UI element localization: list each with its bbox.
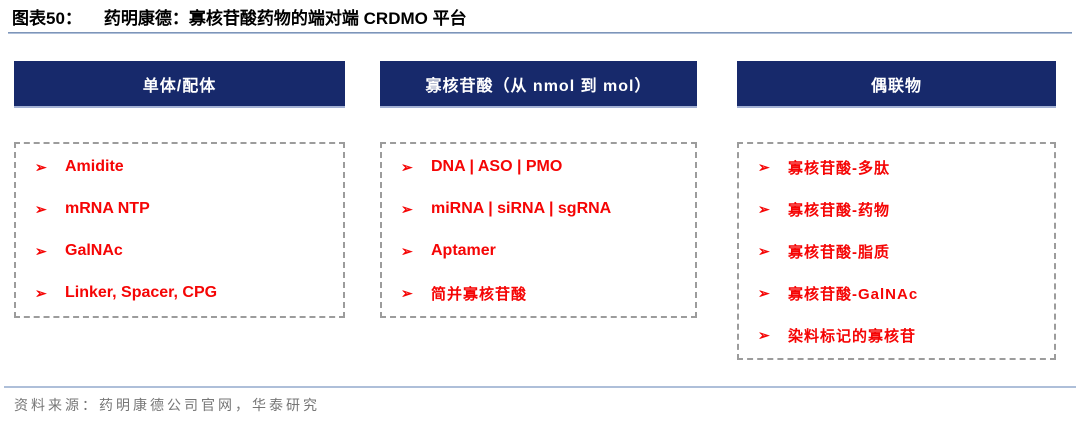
- figure-title-row: 图表50： 药明康德：寡核苷酸药物的端对端 CRDMO 平台: [0, 0, 1080, 30]
- arrow-bullet-icon: ➢: [758, 159, 771, 175]
- figure-number-label: 图表50：: [12, 9, 82, 28]
- arrow-bullet-icon: ➢: [758, 201, 771, 217]
- list-item-label: Aptamer: [431, 242, 496, 259]
- figure-title: 药明康德：寡核苷酸药物的端对端 CRDMO 平台: [103, 9, 467, 28]
- column-header-monomers: 单体/配体: [14, 61, 345, 108]
- arrow-bullet-icon: ➢: [401, 285, 414, 301]
- list-item: ➢ GalNAc: [16, 230, 343, 272]
- list-item: ➢ Aptamer: [382, 230, 695, 272]
- column-header-conjugates: 偶联物: [737, 61, 1056, 108]
- arrow-bullet-icon: ➢: [401, 159, 413, 175]
- list-item: ➢ mRNA NTP: [16, 188, 343, 230]
- list-item: ➢ 寡核苷酸-多肽: [739, 146, 1054, 188]
- list-item-label: 寡核苷酸-脂质: [788, 243, 890, 261]
- column-header-label: 单体/配体: [142, 77, 217, 95]
- list-item: ➢ 寡核苷酸-药物: [739, 188, 1054, 230]
- column-monomers-ligands: 单体/配体 ➢ Amidite ➢ mRNA NTP ➢ GalNAc ➢ Li…: [14, 61, 345, 318]
- list-item: ➢ Linker, Spacer, CPG: [16, 272, 343, 314]
- list-item: ➢ 简并寡核苷酸: [382, 272, 695, 314]
- source-block: 资料来源：药明康德公司官网，华泰研究: [0, 386, 1080, 415]
- title-divider-rule: [8, 32, 1072, 34]
- column-header-label: 寡核苷酸（从 nmol 到 mol）: [425, 77, 652, 95]
- arrow-bullet-icon: ➢: [35, 201, 47, 217]
- arrow-bullet-icon: ➢: [758, 285, 771, 301]
- oligonucleotides-item-list: ➢ DNA | ASO | PMO ➢ miRNA | siRNA | sgRN…: [380, 142, 697, 318]
- arrow-bullet-icon: ➢: [35, 159, 47, 175]
- list-item-label: DNA | ASO | PMO: [431, 158, 563, 175]
- list-item: ➢ 寡核苷酸-脂质: [739, 230, 1054, 272]
- list-item: ➢ 寡核苷酸-GalNAc: [739, 272, 1054, 314]
- arrow-bullet-icon: ➢: [758, 327, 771, 343]
- list-item-label: miRNA | siRNA | sgRNA: [431, 200, 612, 217]
- conjugates-item-list: ➢ 寡核苷酸-多肽 ➢ 寡核苷酸-药物 ➢ 寡核苷酸-脂质 ➢ 寡核苷酸-Gal…: [737, 142, 1056, 360]
- list-item-label: 寡核苷酸-多肽: [788, 159, 890, 177]
- arrow-bullet-icon: ➢: [401, 243, 413, 259]
- list-item: ➢ DNA | ASO | PMO: [382, 146, 695, 188]
- list-item-label: 染料标记的寡核苷: [788, 327, 917, 345]
- column-conjugates: 偶联物 ➢ 寡核苷酸-多肽 ➢ 寡核苷酸-药物 ➢ 寡核苷酸-脂质 ➢ 寡核苷酸…: [737, 61, 1056, 360]
- list-item-label: Linker, Spacer, CPG: [65, 284, 218, 301]
- column-header-label: 偶联物: [870, 77, 922, 95]
- list-item-label: mRNA NTP: [65, 200, 150, 217]
- arrow-bullet-icon: ➢: [758, 243, 771, 259]
- arrow-bullet-icon: ➢: [35, 243, 47, 259]
- list-item: ➢ Amidite: [16, 146, 343, 188]
- list-item-label: 简并寡核苷酸: [431, 285, 528, 303]
- list-item: ➢ miRNA | siRNA | sgRNA: [382, 188, 695, 230]
- list-item-label: 寡核苷酸-药物: [788, 201, 890, 219]
- arrow-bullet-icon: ➢: [401, 201, 413, 217]
- list-item-label: Amidite: [65, 158, 124, 175]
- column-header-oligonucleotides: 寡核苷酸（从 nmol 到 mol）: [380, 61, 697, 108]
- crdmo-platform-diagram: 单体/配体 ➢ Amidite ➢ mRNA NTP ➢ GalNAc ➢ Li…: [0, 34, 1080, 360]
- monomers-item-list: ➢ Amidite ➢ mRNA NTP ➢ GalNAc ➢ Linker, …: [14, 142, 345, 318]
- arrow-bullet-icon: ➢: [35, 285, 47, 301]
- list-item-label: GalNAc: [65, 242, 123, 259]
- source-divider-rule: [4, 386, 1076, 388]
- source-text: 资料来源：药明康德公司官网，华泰研究: [14, 398, 320, 414]
- list-item-label: 寡核苷酸-GalNAc: [788, 285, 919, 303]
- column-oligonucleotides: 寡核苷酸（从 nmol 到 mol） ➢ DNA | ASO | PMO ➢ m…: [380, 61, 697, 318]
- list-item: ➢ 染料标记的寡核苷: [739, 314, 1054, 356]
